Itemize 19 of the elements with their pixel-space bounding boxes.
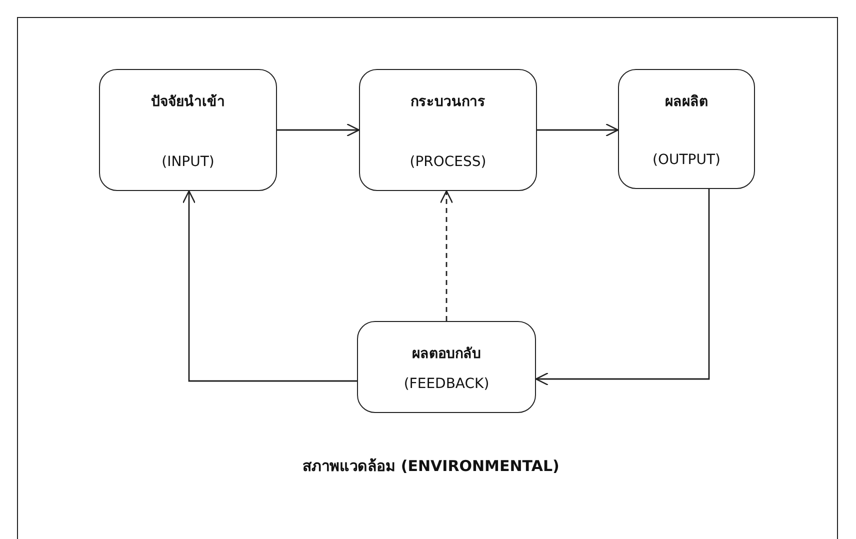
arrow	[277, 123, 360, 137]
english-label: (FEEDBACK)	[404, 376, 490, 392]
environment-label: สภาพแวดล้อม (ENVIRONMENTAL)	[302, 456, 560, 477]
thai-label: ปัจจัยนำเข้า	[151, 93, 225, 112]
arrow	[182, 190, 357, 382]
arrow	[440, 190, 454, 321]
process-box	[359, 69, 537, 191]
arrow	[537, 123, 619, 137]
english-label: (OUTPUT)	[652, 152, 720, 168]
process-box	[357, 321, 536, 413]
environment-frame	[17, 17, 838, 539]
arrow	[535, 189, 710, 386]
english-label: (PROCESS)	[410, 154, 486, 170]
process-box	[618, 69, 755, 189]
thai-label: กระบวนการ	[410, 93, 486, 112]
thai-label: ผลผลิต	[665, 93, 708, 112]
process-box	[99, 69, 277, 191]
thai-label: ผลตอบกลับ	[412, 345, 481, 364]
english-label: (INPUT)	[162, 154, 214, 170]
